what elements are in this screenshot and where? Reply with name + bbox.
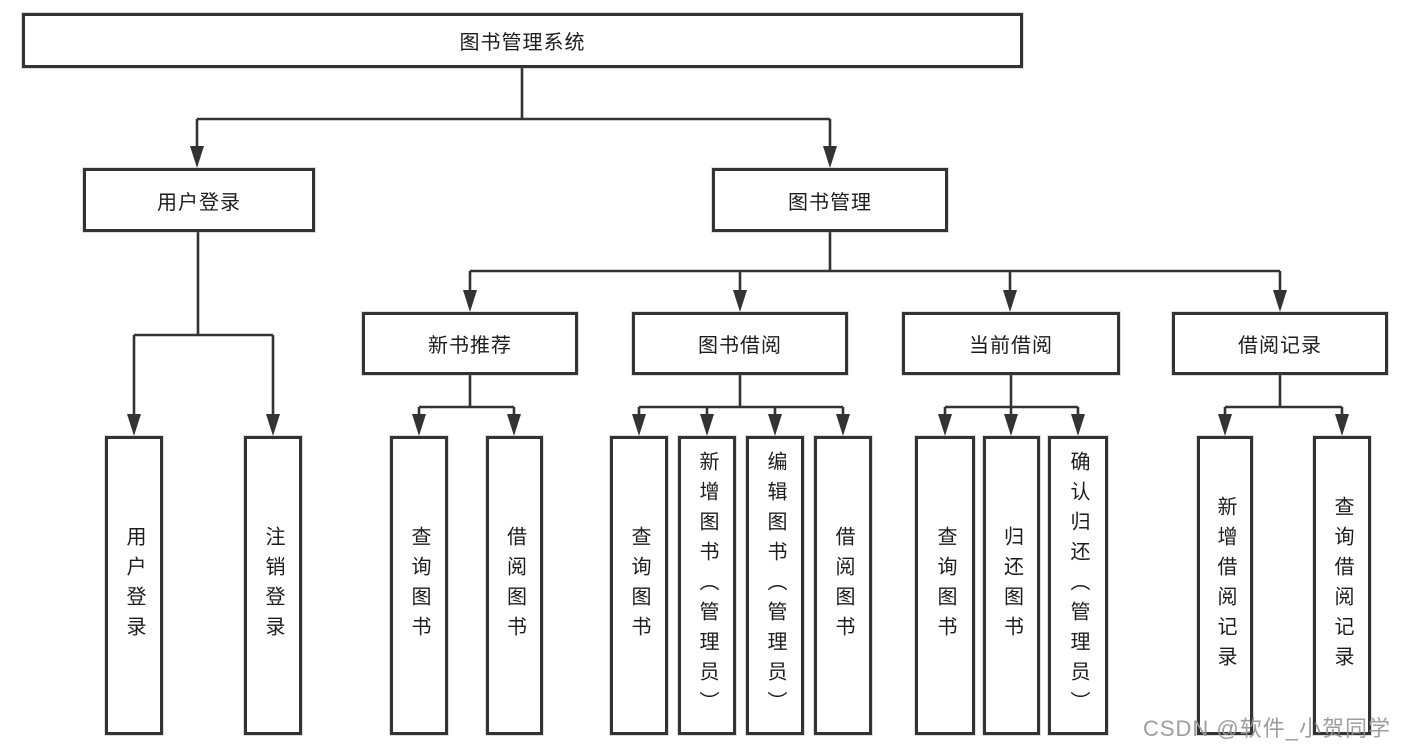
node-borrow-records: 借阅记录 bbox=[1172, 312, 1388, 375]
node-user-login: 用户登录 bbox=[83, 168, 315, 232]
leaf-bb-edit-books-admin-label: 编辑图书（管理员） bbox=[764, 450, 786, 721]
leaf-cb-confirm-return-admin-label: 确认归还（管理员） bbox=[1067, 450, 1089, 721]
node-new-book-recommend-label: 新书推荐 bbox=[428, 335, 512, 357]
node-borrow-records-label: 借阅记录 bbox=[1238, 335, 1322, 357]
leaf-user-login-label: 用户登录 bbox=[123, 525, 145, 646]
arrowheads bbox=[127, 146, 1349, 436]
node-book-management: 图书管理 bbox=[712, 168, 948, 232]
leaf-bb-add-books-admin-label: 新增图书（管理员） bbox=[696, 450, 718, 721]
node-library-system-label: 图书管理系统 bbox=[459, 32, 586, 54]
leaf-cb-confirm-return-admin: 确认归还（管理员） bbox=[1048, 436, 1108, 735]
leaf-bb-edit-books-admin: 编辑图书（管理员） bbox=[746, 436, 804, 735]
node-book-borrow: 图书借阅 bbox=[632, 312, 848, 375]
leaf-logout-label: 注销登录 bbox=[262, 525, 284, 646]
leaf-br-query-record: 查询借阅记录 bbox=[1313, 436, 1371, 735]
leaf-bb-add-books-admin: 新增图书（管理员） bbox=[678, 436, 736, 735]
leaf-br-add-record: 新增借阅记录 bbox=[1197, 436, 1253, 735]
leaf-nb-borrow-books: 借阅图书 bbox=[486, 436, 543, 735]
leaf-nb-query-books: 查询图书 bbox=[390, 436, 448, 735]
leaf-br-query-record-label: 查询借阅记录 bbox=[1331, 495, 1353, 676]
node-new-book-recommend: 新书推荐 bbox=[362, 312, 578, 375]
leaf-user-login: 用户登录 bbox=[105, 436, 163, 735]
leaf-nb-borrow-books-label: 借阅图书 bbox=[503, 525, 526, 646]
leaf-cb-query-books: 查询图书 bbox=[915, 436, 975, 735]
node-current-borrow: 当前借阅 bbox=[902, 312, 1120, 375]
leaf-bb-borrow-books: 借阅图书 bbox=[814, 436, 872, 735]
node-user-login-label: 用户登录 bbox=[157, 191, 241, 214]
leaf-bb-query-books: 查询图书 bbox=[610, 436, 668, 735]
leaf-cb-return-books: 归还图书 bbox=[983, 436, 1040, 735]
node-book-borrow-label: 图书借阅 bbox=[698, 335, 782, 357]
leaf-nb-query-books-label: 查询图书 bbox=[408, 525, 430, 646]
csdn-watermark: CSDN @软件_小贺同学 bbox=[1142, 716, 1391, 741]
leaf-cb-query-books-label: 查询图书 bbox=[934, 525, 956, 646]
leaf-bb-query-books-label: 查询图书 bbox=[628, 525, 650, 646]
connector-elbows bbox=[132, 68, 1344, 416]
leaf-cb-return-books-label: 归还图书 bbox=[1000, 525, 1023, 646]
leaf-br-add-record-label: 新增借阅记录 bbox=[1214, 495, 1236, 676]
node-library-system: 图书管理系统 bbox=[22, 13, 1023, 68]
leaf-bb-borrow-books-label: 借阅图书 bbox=[832, 525, 854, 646]
node-current-borrow-label: 当前借阅 bbox=[969, 335, 1053, 357]
leaf-logout: 注销登录 bbox=[244, 436, 302, 735]
node-book-management-label: 图书管理 bbox=[788, 191, 872, 214]
